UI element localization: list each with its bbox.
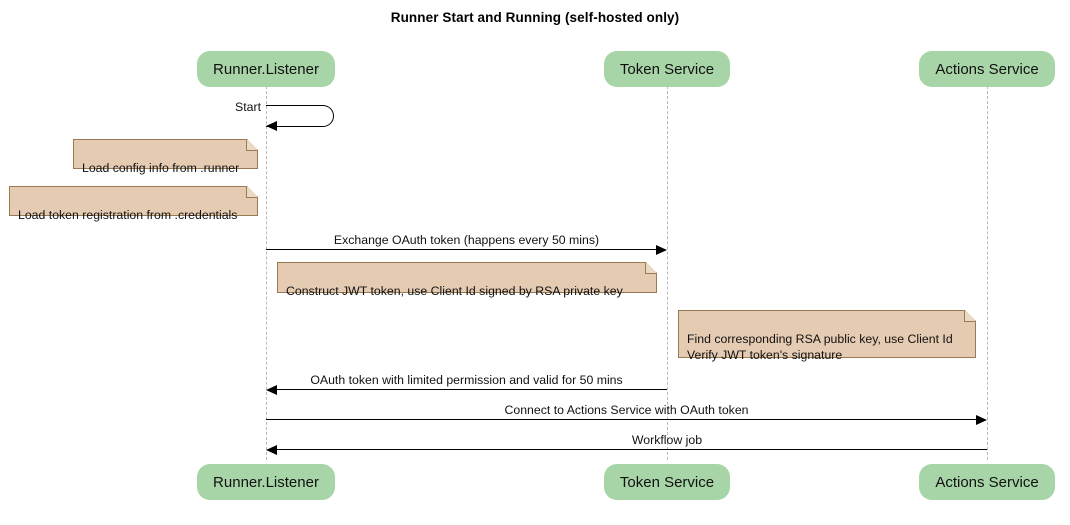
participant-token-top[interactable]: Token Service [604, 51, 730, 87]
participant-label: Actions Service [935, 60, 1039, 78]
message-label-oauth-return: OAuth token with limited permission and … [310, 373, 623, 387]
note-fold-icon [646, 262, 657, 273]
participant-label: Runner.Listener [213, 473, 319, 491]
message-label-workflow: Workflow job [631, 433, 703, 447]
note-text: Find corresponding RSA public key, use C… [687, 332, 953, 362]
message-line-start [266, 105, 334, 127]
lifeline-actions [987, 86, 988, 460]
participant-runner-bottom[interactable]: Runner.Listener [197, 464, 335, 500]
message-label-exchange: Exchange OAuth token (happens every 50 m… [333, 233, 600, 247]
note-load-credentials: Load token registration from .credential… [9, 186, 258, 222]
lifeline-runner [266, 86, 267, 460]
participant-label: Token Service [619, 473, 715, 491]
message-arrowhead-workflow [266, 445, 277, 455]
participant-label: Actions Service [935, 473, 1039, 491]
message-arrowhead-connect [976, 415, 987, 425]
participant-runner-top[interactable]: Runner.Listener [197, 51, 335, 87]
message-arrowhead-oauth-return [266, 385, 277, 395]
message-line-workflow [272, 449, 987, 450]
note-fold-icon [247, 139, 258, 150]
message-line-exchange [266, 249, 661, 250]
message-label-start: Start [235, 100, 261, 114]
participant-actions-bottom[interactable]: Actions Service [919, 464, 1055, 500]
note-fold-icon [247, 186, 258, 197]
message-arrowhead-exchange [656, 245, 667, 255]
message-label-connect: Connect to Actions Service with OAuth to… [504, 403, 749, 417]
message-line-oauth-return [272, 389, 667, 390]
message-line-connect [266, 419, 981, 420]
note-verify-jwt: Find corresponding RSA public key, use C… [678, 310, 976, 362]
note-fold-icon [965, 310, 976, 321]
message-arrowhead-start [266, 121, 277, 131]
participant-label: Runner.Listener [213, 60, 319, 78]
note-construct-jwt: Construct JWT token, use Client Id signe… [277, 262, 657, 298]
participant-token-bottom[interactable]: Token Service [604, 464, 730, 500]
note-text: Construct JWT token, use Client Id signe… [286, 284, 623, 298]
page-title: Runner Start and Running (self-hosted on… [390, 10, 680, 25]
participant-label: Token Service [619, 60, 715, 78]
lifeline-token [667, 86, 668, 460]
note-load-config: Load config info from .runner [73, 139, 258, 175]
note-text: Load token registration from .credential… [18, 208, 238, 222]
note-text: Load config info from .runner [82, 161, 240, 175]
participant-actions-top[interactable]: Actions Service [919, 51, 1055, 87]
